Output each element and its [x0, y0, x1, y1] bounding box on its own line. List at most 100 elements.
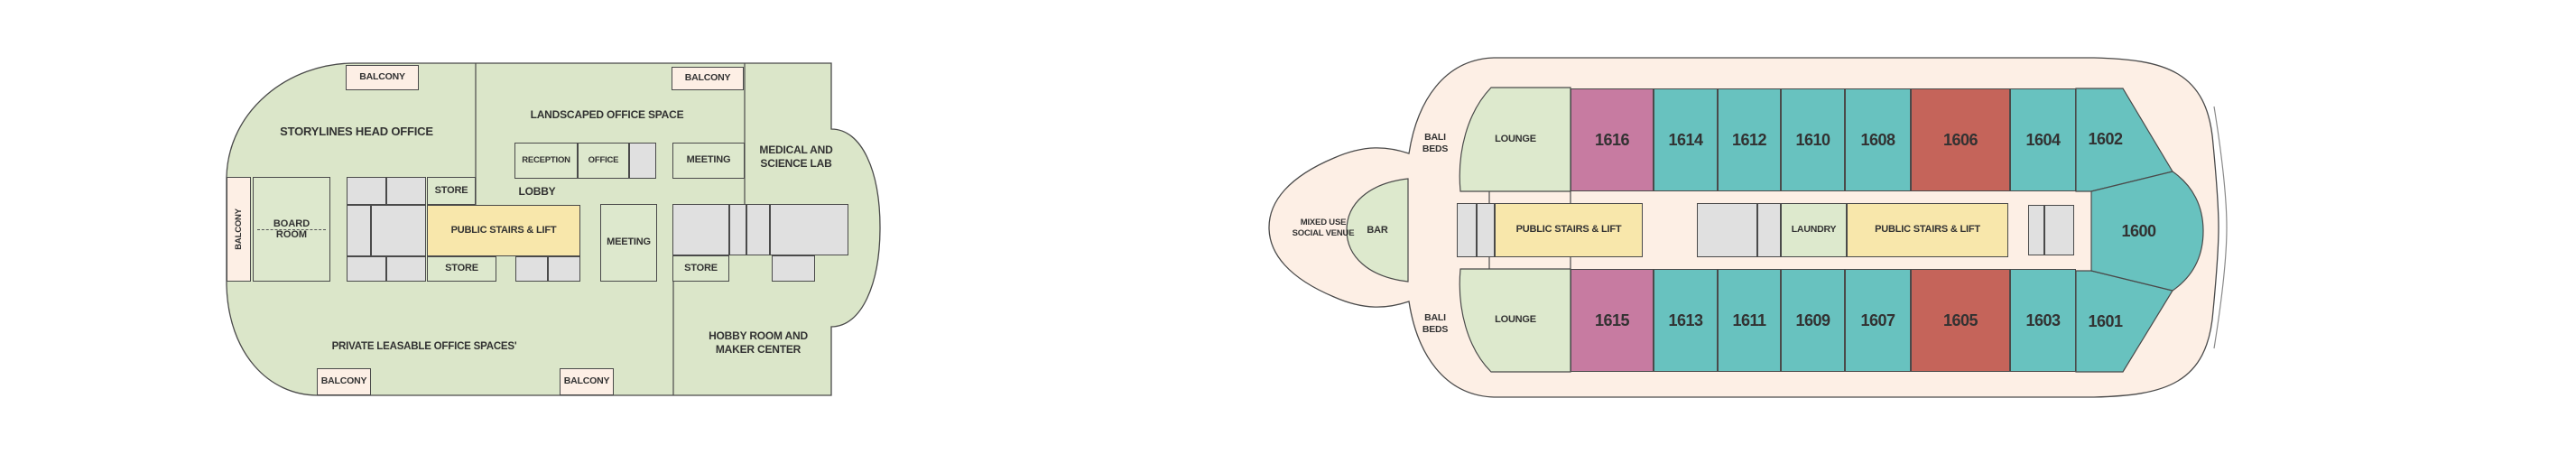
utility-room: [347, 256, 386, 282]
meeting-room-lower: MEETING: [600, 204, 657, 282]
hobby-room-label: HOBBY ROOM AND MAKER CENTER: [686, 327, 830, 359]
area-label: HOBBY ROOM AND: [709, 329, 808, 342]
lift-box: [1457, 203, 1477, 257]
cabin-number: 1612: [1731, 130, 1767, 149]
store-label: STORE: [434, 184, 468, 196]
area-label: SOCIAL VENUE: [1292, 228, 1355, 238]
lounge-top-label: LOUNGE: [1460, 88, 1571, 191]
cabin-number: 1611: [1732, 310, 1766, 329]
room-divider-dashed: [257, 229, 326, 230]
reception-label: RECEPTION: [522, 155, 570, 166]
utility-room: [386, 177, 426, 205]
meeting-label: MEETING: [686, 154, 731, 166]
lift-box: [2044, 205, 2074, 255]
area-label: BALI: [1424, 131, 1446, 143]
balcony-label: BALCONY: [563, 375, 610, 387]
corridor-connectors: [1488, 191, 1571, 269]
cabin-1612: 1612: [1718, 88, 1781, 191]
balcony-label: BALCONY: [359, 71, 405, 83]
cabin-number: 1614: [1668, 130, 1703, 149]
bali-beds-bottom-label: BALI BEDS: [1411, 308, 1459, 340]
reception-room: RECEPTION: [514, 143, 578, 179]
meeting-label: MEETING: [607, 236, 651, 248]
utility-room: [515, 256, 548, 282]
balcony-bottom-right: BALCONY: [560, 368, 614, 395]
lounge-bottom-label: LOUNGE: [1460, 269, 1571, 372]
area-label: BEDS: [1422, 324, 1449, 335]
stairs-label: PUBLIC STAIRS & LIFT: [450, 224, 557, 236]
lounge-bottom-shape: [1459, 268, 1571, 373]
area-label: MEDICAL AND: [759, 144, 833, 156]
balcony-label: BALCONY: [684, 72, 731, 84]
cabin-1607: 1607: [1845, 269, 1911, 372]
utility-room: [548, 256, 580, 282]
cabin-number: 1609: [1795, 310, 1830, 329]
cabin-1604: 1604: [2010, 88, 2076, 191]
bar-shape: [1346, 178, 1409, 283]
utility-room: [772, 255, 815, 282]
board-room-label: BOARD: [273, 218, 310, 229]
cabin-1609: 1609: [1781, 269, 1845, 372]
cabin-number: 1606: [1942, 130, 1978, 149]
office-label: OFFICE: [588, 155, 619, 166]
cabin-number: 1608: [1860, 130, 1895, 149]
store-label: STORE: [684, 262, 718, 273]
area-label: BEDS: [1422, 144, 1449, 154]
public-stairs-lift-office: PUBLIC STAIRS & LIFT: [427, 205, 580, 256]
public-stairs-lift-aft: PUBLIC STAIRS & LIFT: [1847, 203, 2008, 257]
cabin-number: 1607: [1860, 310, 1895, 329]
area-label: PRIVATE LEASABLE OFFICE SPACES': [331, 340, 517, 352]
utility-room: [347, 177, 386, 205]
lift-box: [1757, 203, 1781, 257]
store-room-mid: STORE: [427, 256, 496, 282]
store-room-top: STORE: [427, 177, 476, 205]
cabin-1616: 1616: [1571, 88, 1654, 191]
utility-room: [746, 204, 770, 255]
cabin-number: 1610: [1795, 130, 1830, 149]
balcony-top-left: BALCONY: [346, 65, 419, 90]
lounge-top-shape: [1459, 87, 1571, 192]
utility-room: [371, 205, 426, 256]
lobby-label: LOBBY: [505, 184, 569, 199]
medical-science-lab-label: MEDICAL AND SCIENCE LAB: [746, 141, 847, 173]
meeting-room-upper: MEETING: [672, 143, 745, 179]
cabin-number: 1605: [1942, 310, 1978, 329]
cabin-1600-shape: [2090, 171, 2204, 292]
cabin-1614: 1614: [1654, 88, 1718, 191]
area-label: LOUNGE: [1495, 133, 1536, 144]
cabin-number: 1616: [1594, 130, 1630, 149]
mixed-use-social-venue-label: MIXED USE SOCIAL VENUE: [1274, 215, 1372, 242]
stairs-label: PUBLIC STAIRS & LIFT: [1515, 224, 1622, 236]
utility-room: [672, 204, 729, 255]
lift-box: [1477, 203, 1495, 257]
lift-box: [1697, 203, 1757, 257]
cabin-1615: 1615: [1571, 269, 1654, 372]
utility-room: [629, 143, 656, 179]
cabin-number: 1602: [2088, 129, 2123, 148]
utility-room: [386, 256, 426, 282]
laundry-label: LAUNDRY: [1791, 224, 1837, 236]
cabin-1600-label: 1600: [2091, 191, 2186, 271]
area-label: LOUNGE: [1495, 314, 1536, 326]
cabin-1610: 1610: [1781, 88, 1845, 191]
public-stairs-lift-forward: PUBLIC STAIRS & LIFT: [1495, 203, 1643, 257]
store-room-right: STORE: [672, 255, 729, 282]
lift-box: [2028, 205, 2044, 255]
board-room: BOARD ROOM: [253, 177, 330, 282]
stern-outline: [2213, 106, 2228, 349]
board-room-label: ROOM: [275, 229, 308, 240]
area-label: LANDSCAPED OFFICE SPACE: [530, 107, 684, 121]
cabin-1602-label: 1602: [2076, 90, 2135, 188]
cabin-1608: 1608: [1845, 88, 1911, 191]
stairs-label: PUBLIC STAIRS & LIFT: [1875, 224, 1980, 236]
area-label: BAR: [1367, 225, 1388, 236]
area-label: MAKER CENTER: [715, 343, 802, 356]
utility-room: [770, 204, 848, 255]
cabin-1603: 1603: [2010, 269, 2076, 372]
cabin-1613: 1613: [1654, 269, 1718, 372]
area-label: LOBBY: [518, 184, 556, 198]
cabin-number: 1604: [2025, 130, 2061, 149]
cabin-1606: 1606: [1911, 88, 2010, 191]
bar-label: BAR: [1347, 220, 1408, 242]
bali-beds-top-label: BALI BEDS: [1411, 127, 1459, 160]
